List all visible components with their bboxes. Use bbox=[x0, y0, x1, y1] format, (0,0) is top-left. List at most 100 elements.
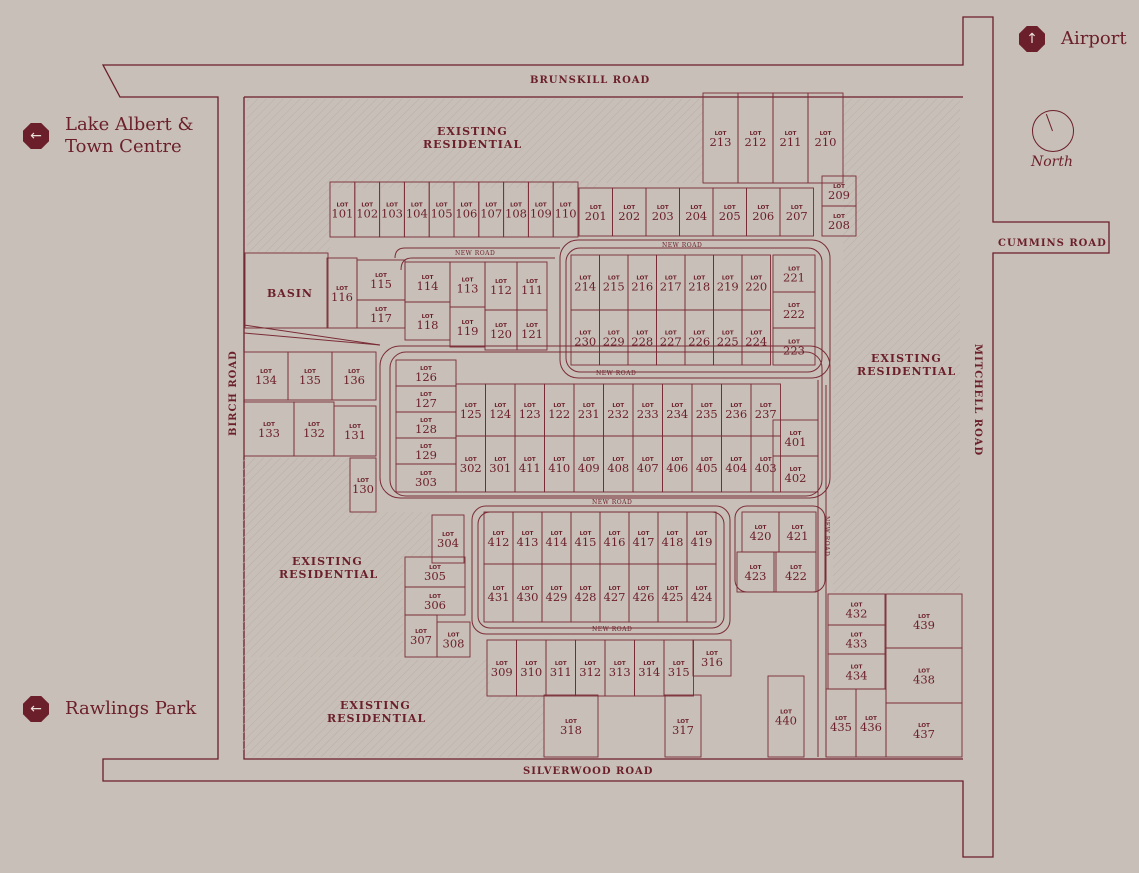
lake-albert-marker[interactable]: ← Lake Albert & Town Centre bbox=[23, 114, 193, 158]
airport-marker[interactable]: ↑ Airport bbox=[1019, 26, 1127, 52]
